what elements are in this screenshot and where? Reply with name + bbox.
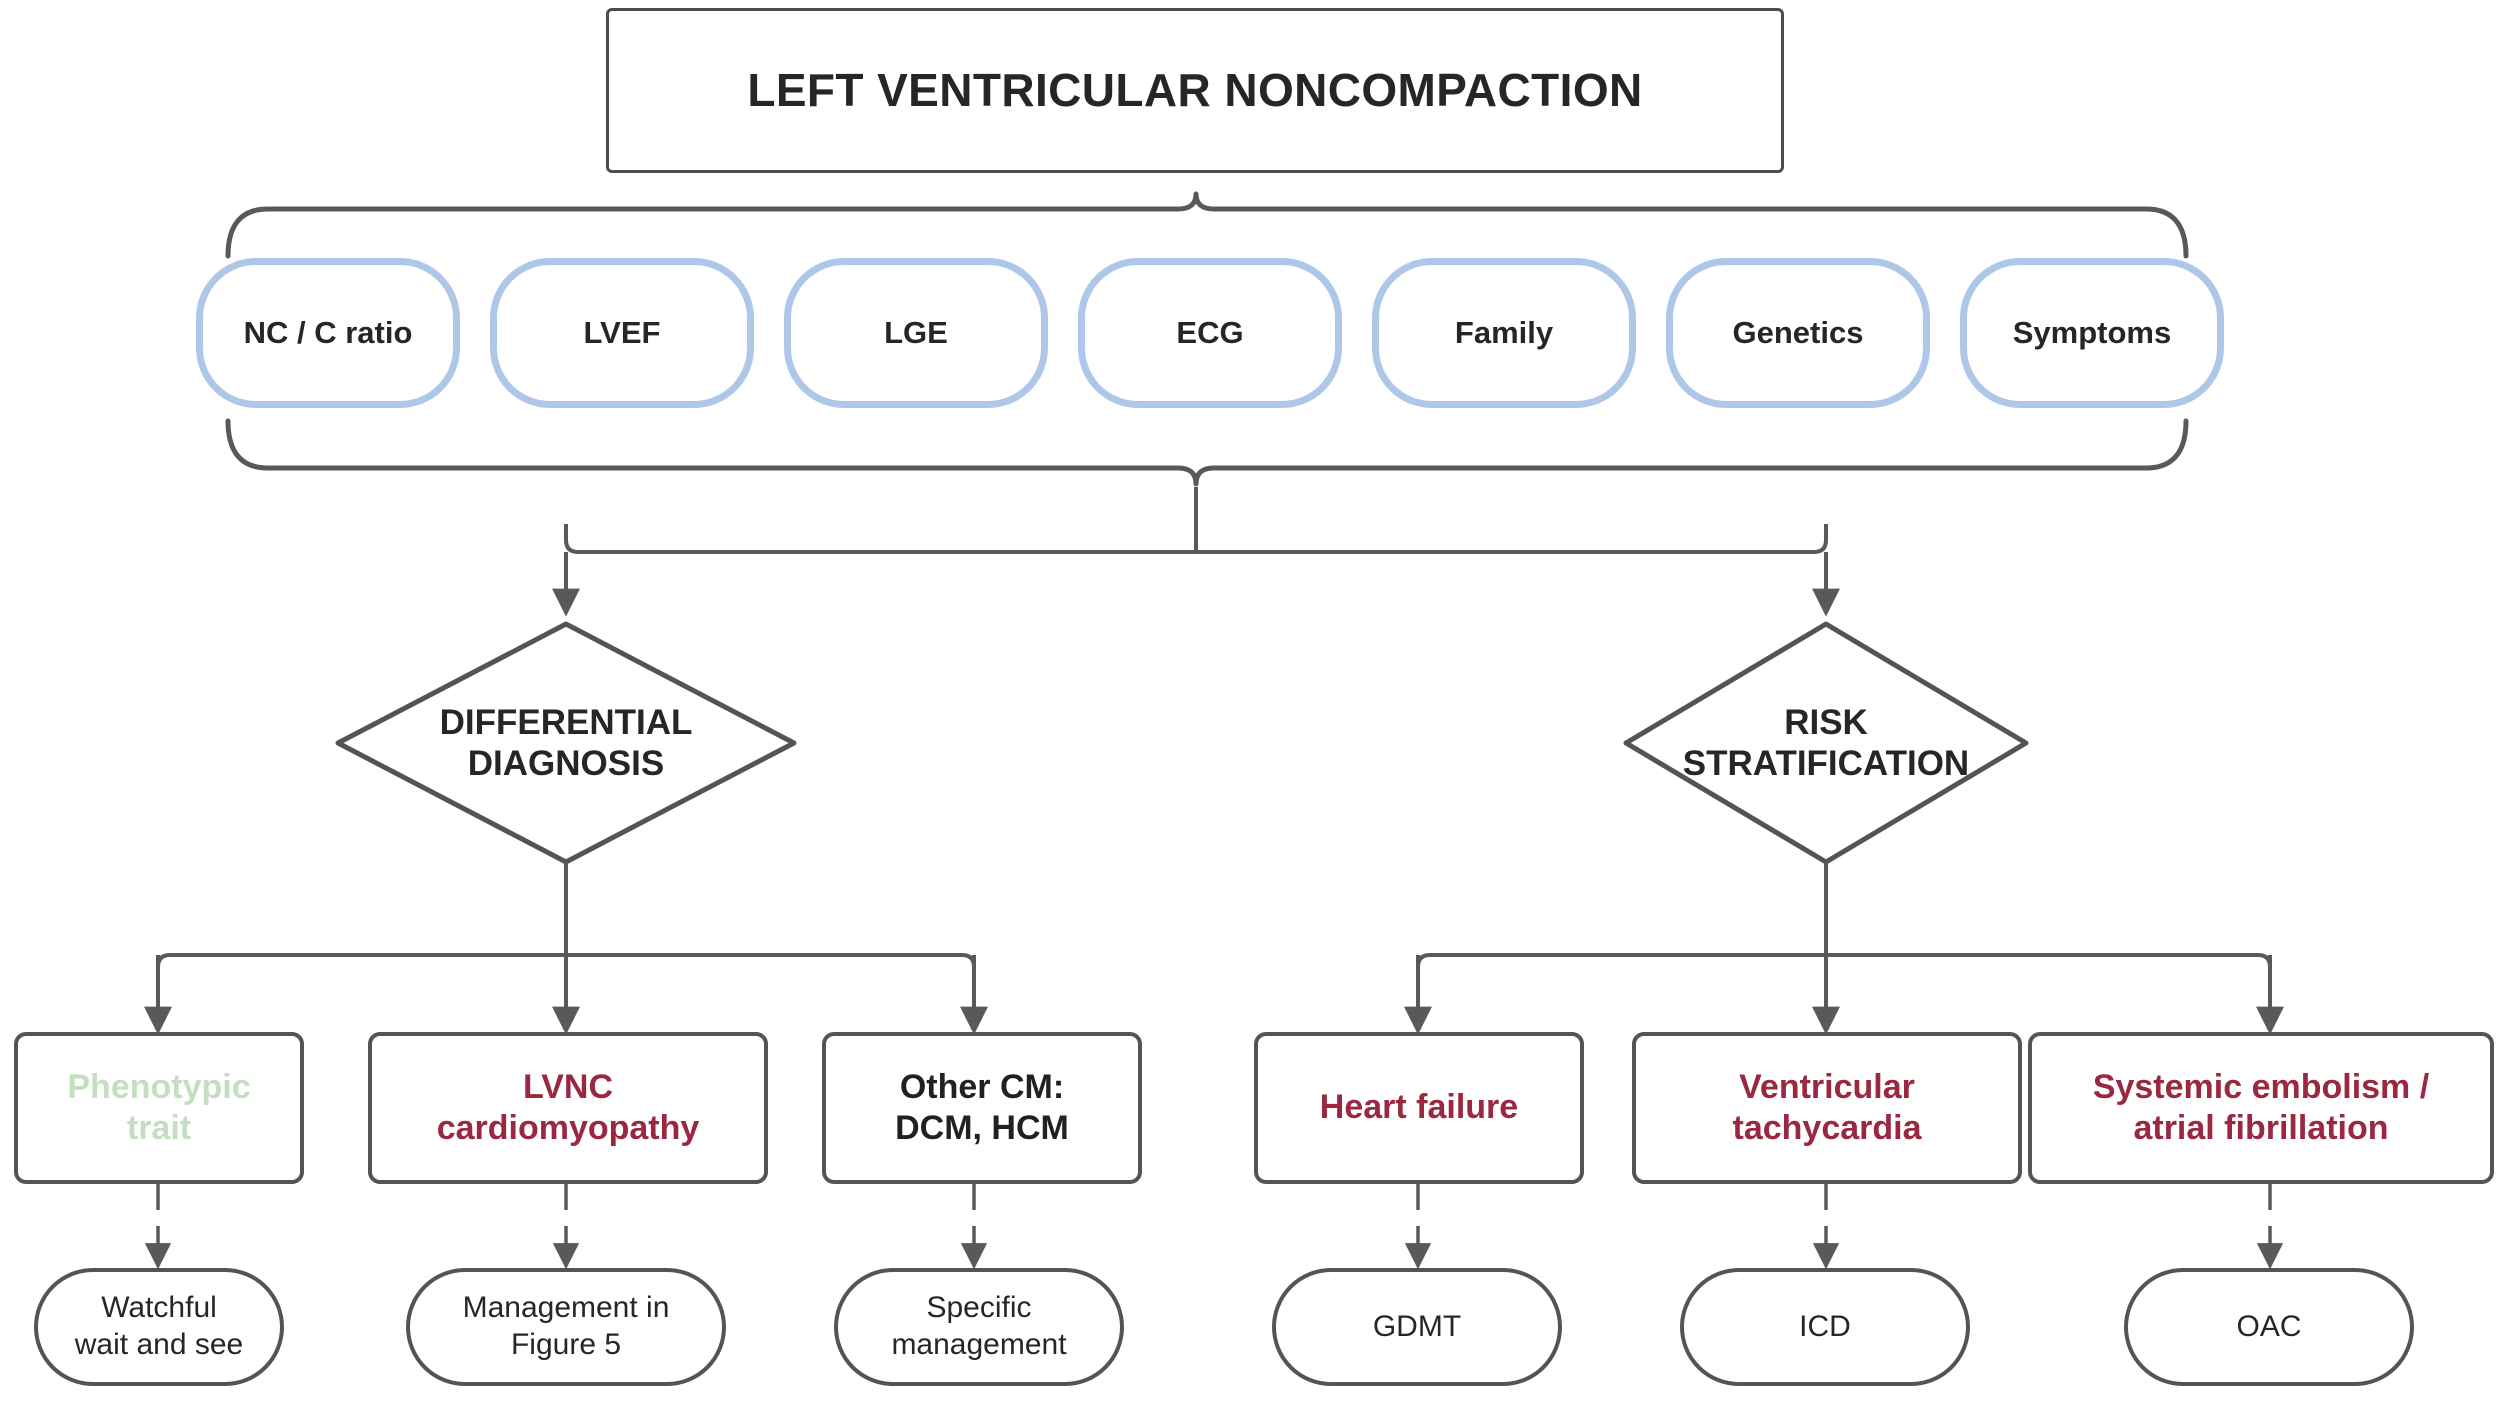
outcome-line2: DCM, HCM bbox=[895, 1109, 1069, 1147]
criteria-pill-family[interactable]: Family bbox=[1372, 258, 1636, 408]
terminal-line1: ICD bbox=[1799, 1309, 1851, 1343]
outcome-line1: Other CM: bbox=[899, 1067, 1065, 1106]
outcome-box-heart-failure[interactable]: Heart failure bbox=[1254, 1032, 1584, 1184]
terminal-box-watchful-wait[interactable]: Watchful wait and see bbox=[34, 1268, 284, 1386]
outcome-line2: cardiomyopathy bbox=[436, 1109, 700, 1147]
criteria-pill-label: Genetics bbox=[1732, 315, 1864, 351]
decision-label-differential-diagnosis: DIFFERENTIAL DIAGNOSIS bbox=[336, 688, 796, 798]
criteria-pill-nc-c-ratio[interactable]: NC / C ratio bbox=[196, 258, 460, 408]
outcome-line1: Systemic embolism / bbox=[2092, 1067, 2430, 1106]
decision-label-line2: DIAGNOSIS bbox=[467, 744, 665, 783]
terminal-box-management-figure-5[interactable]: Management in Figure 5 bbox=[406, 1268, 726, 1386]
criteria-pill-label: LGE bbox=[884, 315, 948, 351]
outcome-box-phenotypic-trait[interactable]: Phenotypic trait bbox=[14, 1032, 304, 1184]
terminal-box-oac[interactable]: OAC bbox=[2124, 1268, 2414, 1386]
terminal-line1: Management in bbox=[462, 1291, 670, 1325]
outcome-box-other-cm[interactable]: Other CM: DCM, HCM bbox=[822, 1032, 1142, 1184]
criteria-pill-symptoms[interactable]: Symptoms bbox=[1960, 258, 2224, 408]
terminal-box-icd[interactable]: ICD bbox=[1680, 1268, 1970, 1386]
decision-label-risk-stratification: RISK STRATIFICATION bbox=[1596, 688, 2056, 798]
terminal-line1: Specific bbox=[926, 1291, 1032, 1325]
criteria-pill-label: Symptoms bbox=[2012, 315, 2172, 351]
criteria-pill-lge[interactable]: LGE bbox=[784, 258, 1048, 408]
outcome-line2: atrial fibrillation bbox=[2133, 1109, 2389, 1147]
outcome-line2: trait bbox=[126, 1109, 192, 1147]
split-left-outcomes bbox=[144, 862, 988, 1035]
terminal-line2: Figure 5 bbox=[510, 1328, 622, 1361]
criteria-pill-genetics[interactable]: Genetics bbox=[1666, 258, 1930, 408]
criteria-pill-label: Family bbox=[1454, 315, 1554, 351]
outcome-box-systemic-embolism-af[interactable]: Systemic embolism / atrial fibrillation bbox=[2028, 1032, 2494, 1184]
terminal-line2: wait and see bbox=[74, 1328, 244, 1361]
terminal-line1: GDMT bbox=[1372, 1309, 1462, 1343]
title-label: LEFT VENTRICULAR NONCOMPACTION bbox=[747, 64, 1643, 117]
terminal-box-gdmt[interactable]: GDMT bbox=[1272, 1268, 1562, 1386]
dashed-connectors-to-terminals bbox=[144, 1184, 2284, 1270]
outcome-line2: tachycardia bbox=[1732, 1109, 1922, 1147]
split-to-decisions bbox=[552, 524, 1840, 617]
criteria-pill-ecg[interactable]: ECG bbox=[1078, 258, 1342, 408]
brace-bottom bbox=[225, 418, 2189, 487]
terminal-box-specific-management[interactable]: Specific management bbox=[834, 1268, 1124, 1386]
criteria-pill-label: NC / C ratio bbox=[243, 315, 413, 351]
outcome-box-ventricular-tachycardia[interactable]: Ventricular tachycardia bbox=[1632, 1032, 2022, 1184]
outcome-line1: LVNC bbox=[522, 1067, 614, 1106]
terminal-line1: Watchful bbox=[101, 1291, 217, 1325]
decision-label-line1: RISK bbox=[1784, 702, 1868, 742]
terminal-line2: management bbox=[891, 1328, 1067, 1361]
brace-top bbox=[225, 191, 2189, 259]
split-right-outcomes bbox=[1404, 862, 2284, 1035]
outcome-line1: Phenotypic bbox=[67, 1067, 251, 1106]
decision-label-line1: DIFFERENTIAL bbox=[439, 702, 693, 742]
criteria-pill-lvef[interactable]: LVEF bbox=[490, 258, 754, 408]
outcome-box-lvnc-cardiomyopathy[interactable]: LVNC cardiomyopathy bbox=[368, 1032, 768, 1184]
decision-label-line2: STRATIFICATION bbox=[1682, 744, 1970, 783]
criteria-pill-label: LVEF bbox=[583, 315, 661, 351]
outcome-line1: Heart failure bbox=[1319, 1088, 1519, 1127]
criteria-pill-label: ECG bbox=[1176, 315, 1244, 351]
title-box: LEFT VENTRICULAR NONCOMPACTION bbox=[606, 8, 1784, 173]
terminal-line1: OAC bbox=[2236, 1309, 2302, 1343]
outcome-line1: Ventricular bbox=[1739, 1067, 1915, 1106]
